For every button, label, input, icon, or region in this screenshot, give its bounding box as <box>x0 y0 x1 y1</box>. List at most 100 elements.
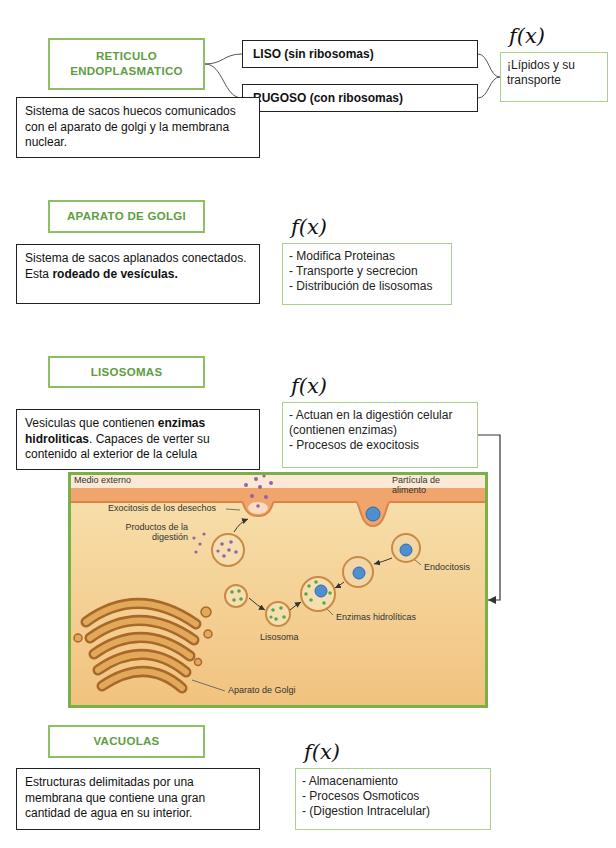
process-arrow <box>249 598 265 610</box>
function-item: - (Digestion Intracelular) <box>302 804 484 819</box>
process-arrow <box>290 602 301 610</box>
golgi-apparatus <box>74 603 212 688</box>
digestive-vesicle <box>322 601 326 605</box>
digestion-products <box>194 550 197 553</box>
part-label: Aparato de Golgi <box>228 685 296 695</box>
part-label: Exocitosis de los desechos <box>108 503 216 513</box>
digestion-products <box>202 532 205 535</box>
part-label: Medio externo <box>74 475 131 485</box>
digestion-products <box>212 534 244 566</box>
cytoplasm <box>68 472 488 708</box>
leader-line <box>415 560 421 565</box>
lysosome <box>239 597 243 601</box>
function-box: f(x)- Modifica Proteinas- Transporte y s… <box>282 243 452 305</box>
function-symbol: f(x) <box>291 376 327 397</box>
type-label: LISO (sin ribosomas) <box>253 47 374 61</box>
golgi-apparatus <box>195 659 202 666</box>
bracket-line <box>478 54 500 77</box>
golgi-apparatus <box>201 607 211 617</box>
leader-line <box>327 609 333 615</box>
function-box: f(x)¡Lípidos y su transporte <box>500 52 608 102</box>
organelle-title: VACUOLAS <box>48 725 205 758</box>
description-box: Estructuras delimitadas por una membrana… <box>16 768 260 830</box>
digestive-vesicle <box>314 580 318 584</box>
waste-particles <box>258 485 262 489</box>
process-arrow <box>234 519 392 610</box>
function-item: - Distribución de lisosomas <box>289 279 445 294</box>
process-arrow <box>374 558 392 564</box>
waste-particles <box>250 494 254 498</box>
golgi-apparatus <box>204 630 212 638</box>
waste-particles <box>256 504 260 508</box>
lysosome <box>237 589 241 593</box>
digestive-vesicle <box>301 577 335 611</box>
organelle-name: APARATO DE GOLGI <box>67 209 186 224</box>
cell-membrane <box>248 502 268 514</box>
lysosome <box>269 615 272 618</box>
type-box: LISO (sin ribosomas) <box>242 40 478 68</box>
function-symbol: f(x) <box>509 26 545 47</box>
golgi-apparatus <box>74 634 82 642</box>
endocytic-vesicle <box>353 567 365 579</box>
digestive-vesicle <box>307 584 311 588</box>
leader-line <box>192 680 225 691</box>
endocytic-vesicle <box>343 557 373 587</box>
function-item: - Procesos Osmoticos <box>302 789 484 804</box>
waste-particles <box>244 474 273 507</box>
lysosome <box>274 617 278 621</box>
digestion-products <box>220 542 224 546</box>
waste-particles <box>269 481 273 485</box>
part-label: Lisosoma <box>260 632 299 642</box>
digestion-products <box>229 540 233 544</box>
bracket-line <box>478 77 500 98</box>
digestive-vesicle <box>304 592 308 596</box>
golgi-apparatus <box>102 671 182 688</box>
lysosome <box>225 585 247 607</box>
organelle-title: RETICULO ENDOPLASMATICO <box>48 38 205 90</box>
food-particle <box>366 507 380 521</box>
leader-line <box>192 509 421 691</box>
function-item: - Procesos de exocitosis <box>289 438 471 453</box>
organelle-title: APARATO DE GOLGI <box>48 200 205 233</box>
lysosome <box>230 589 243 602</box>
organelle-name: RETICULO ENDOPLASMATICO <box>58 49 195 79</box>
illustration-frame: Medio externo Partícula de alimentoExocit… <box>68 472 488 708</box>
waste-particles <box>264 495 268 499</box>
type-box: RUGOSO (con ribosomas) <box>242 84 478 112</box>
digestive-vesicle <box>309 598 313 602</box>
golgi-apparatus <box>86 603 196 688</box>
lysosome <box>279 606 283 610</box>
organelle-name: VACUOLAS <box>93 734 159 749</box>
digestive-vesicle <box>304 580 332 605</box>
process-arrow <box>234 519 248 532</box>
description-text: Vesiculas que contienen <box>25 416 154 430</box>
function-item: - Almacenamiento <box>302 774 484 789</box>
part-label: Partícula de alimento <box>392 475 456 496</box>
cytoplasm <box>68 472 488 708</box>
lysosome <box>225 585 290 626</box>
digestion-products <box>222 554 226 558</box>
function-item: - Transporte y secrecion <box>289 264 445 279</box>
lysosome <box>271 608 275 612</box>
function-item: ¡Lípidos y su transporte <box>507 58 601 88</box>
part-label: Productos de la digestión <box>118 522 188 543</box>
description-text: Sistema de sacos huecos comunicados con … <box>25 104 236 149</box>
organelle-name: LISOSOMAS <box>91 365 163 380</box>
lysosome <box>269 606 285 621</box>
digestion-products <box>227 548 231 552</box>
digestion-products <box>234 550 238 554</box>
endocytic-vesicle <box>392 534 420 562</box>
function-item: - Modifica Proteinas <box>289 249 445 264</box>
digestive-vesicle <box>301 577 335 611</box>
digestive-vesicle <box>328 591 332 595</box>
function-symbol: f(x) <box>304 742 340 763</box>
golgi-apparatus <box>102 671 182 688</box>
digestion-products <box>198 542 201 545</box>
lysosome <box>230 590 234 594</box>
type-label: RUGOSO (con ribosomas) <box>253 91 403 105</box>
lysosome <box>266 602 290 626</box>
waste-particles <box>254 477 258 481</box>
digestion-products <box>192 532 205 553</box>
digestion-products <box>216 540 237 558</box>
